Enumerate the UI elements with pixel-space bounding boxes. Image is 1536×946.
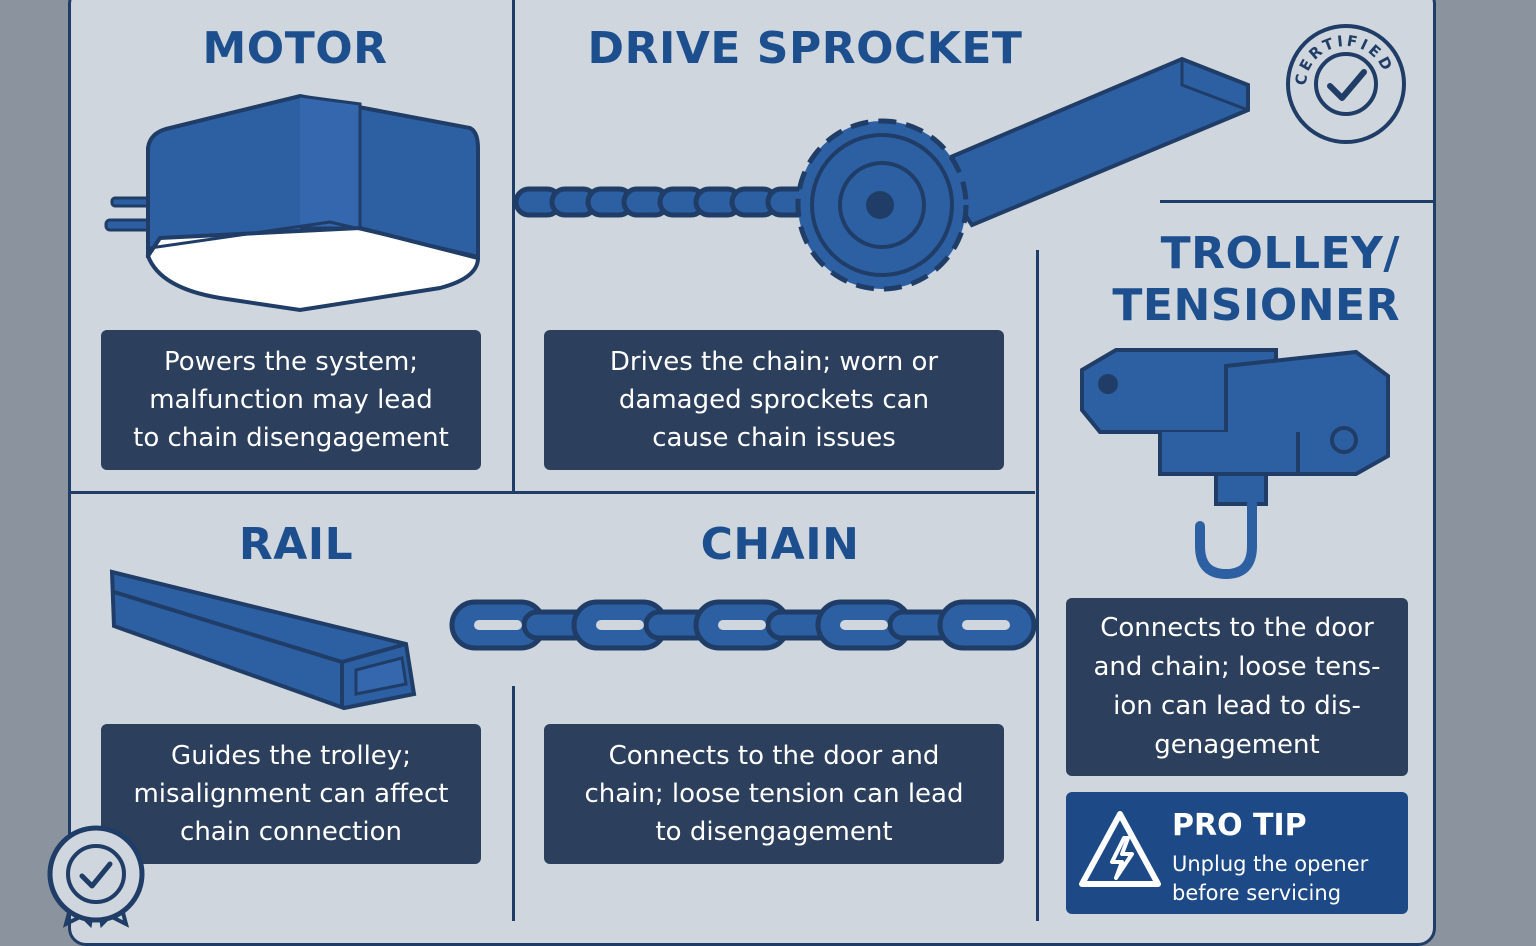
sprocket-icon <box>513 56 1250 292</box>
high-voltage-warning-icon <box>1079 811 1161 887</box>
rail-title: RAIL <box>238 519 354 570</box>
divider-vertical-right <box>1036 250 1039 921</box>
trolley-tensioner-title: TROLLEY/ TENSIONER <box>1112 228 1400 331</box>
chain-description: Connects to the door and chain; loose te… <box>544 724 1004 864</box>
divider-vertical-bottom <box>512 686 515 921</box>
pro-tip-text: Unplug the opener before servicing <box>1172 852 1369 905</box>
drive-sprocket-description: Drives the chain; worn or damaged sprock… <box>544 330 1004 470</box>
motor-housing-icon <box>104 93 481 313</box>
certified-checkmark-icon: CERTIFIED <box>1286 24 1406 144</box>
drive-sprocket-title: DRIVE SPROCKET <box>587 23 1023 74</box>
pro-tip-box: PRO TIP Unplug the opener before servici… <box>1066 792 1408 914</box>
award-ribbon-icon <box>47 825 145 929</box>
trolley-icon <box>1080 348 1390 580</box>
divider-horizontal-mid <box>70 491 1035 494</box>
trolley-description: Connects to the door and chain; loose te… <box>1066 598 1408 776</box>
pro-tip-title: PRO TIP <box>1172 808 1307 843</box>
chain-title: CHAIN <box>700 519 860 570</box>
divider-horizontal-right <box>1160 200 1436 203</box>
rail-description: Guides the trolley; misalignment can aff… <box>101 724 481 864</box>
chain-icon <box>449 599 1037 651</box>
motor-description: Powers the system; malfunction may lead … <box>101 330 481 470</box>
divider-vertical-top <box>512 0 515 492</box>
motor-title: MOTOR <box>202 23 388 74</box>
rail-icon <box>109 569 417 711</box>
